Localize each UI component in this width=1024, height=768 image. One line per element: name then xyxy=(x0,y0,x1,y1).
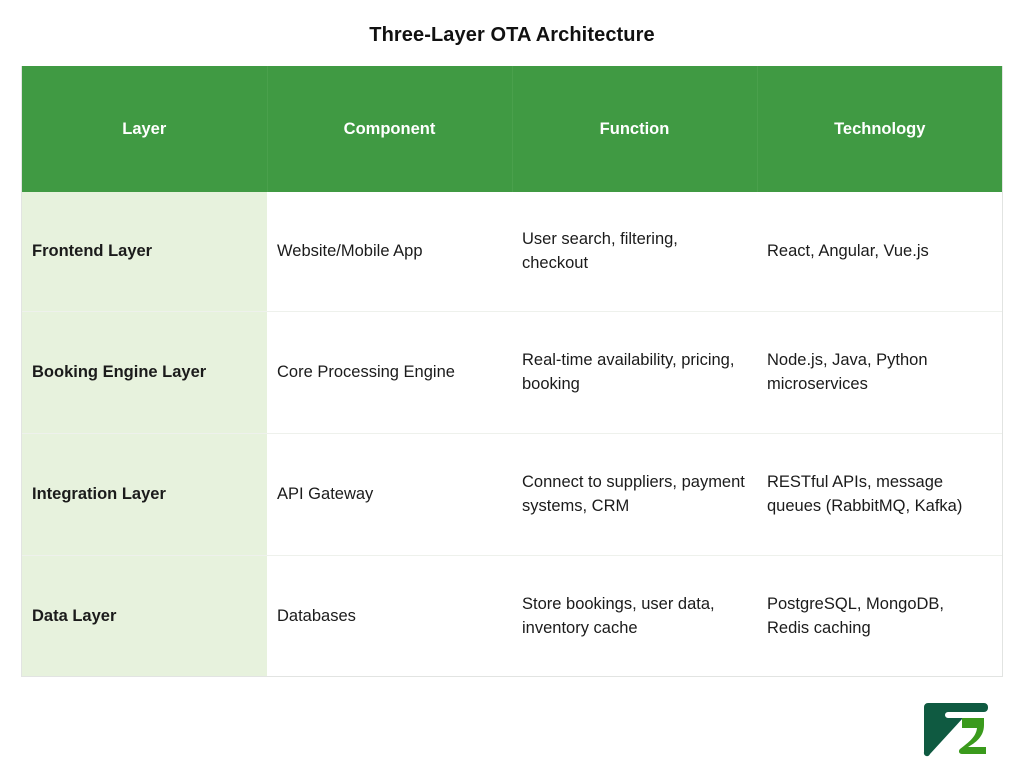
table-row: Frontend Layer Website/Mobile App User s… xyxy=(22,192,1002,312)
cell-layer: Data Layer xyxy=(22,555,267,676)
architecture-table: Layer Component Function Technology Fron… xyxy=(22,66,1002,676)
table-row: Integration Layer API Gateway Connect to… xyxy=(22,433,1002,556)
cell-function: Store bookings, user data, inventory cac… xyxy=(512,555,757,676)
cell-function: User search, filtering, checkout xyxy=(512,192,757,312)
cell-technology: PostgreSQL, MongoDB, Redis caching xyxy=(757,555,1002,676)
brand-logo-icon xyxy=(922,697,990,760)
table-header: Layer Component Function Technology xyxy=(22,66,1002,192)
table-body: Frontend Layer Website/Mobile App User s… xyxy=(22,192,1002,676)
cell-technology: Node.js, Java, Python microservices xyxy=(757,311,1002,434)
cell-technology: RESTful APIs, message queues (RabbitMQ, … xyxy=(757,433,1002,556)
cell-technology: React, Angular, Vue.js xyxy=(757,192,1002,312)
cell-component: Website/Mobile App xyxy=(267,192,512,312)
cell-component: Databases xyxy=(267,555,512,676)
table-row: Booking Engine Layer Core Processing Eng… xyxy=(22,311,1002,434)
page-title: Three-Layer OTA Architecture xyxy=(369,24,655,46)
column-header-technology[interactable]: Technology xyxy=(757,66,1002,192)
column-header-component[interactable]: Component xyxy=(267,66,513,192)
column-header-function[interactable]: Function xyxy=(512,66,758,192)
table-row: Data Layer Databases Store bookings, use… xyxy=(22,555,1002,676)
cell-layer: Frontend Layer xyxy=(22,192,267,312)
table-header-row: Layer Component Function Technology xyxy=(22,66,1002,192)
cell-function: Connect to suppliers, payment systems, C… xyxy=(512,433,757,556)
architecture-table-container: Layer Component Function Technology Fron… xyxy=(21,66,1003,677)
cell-layer: Booking Engine Layer xyxy=(22,311,267,434)
cell-component: API Gateway xyxy=(267,433,512,556)
cell-component: Core Processing Engine xyxy=(267,311,512,434)
column-header-layer[interactable]: Layer xyxy=(22,66,268,192)
cell-function: Real-time availability, pricing, booking xyxy=(512,311,757,434)
cell-layer: Integration Layer xyxy=(22,433,267,556)
